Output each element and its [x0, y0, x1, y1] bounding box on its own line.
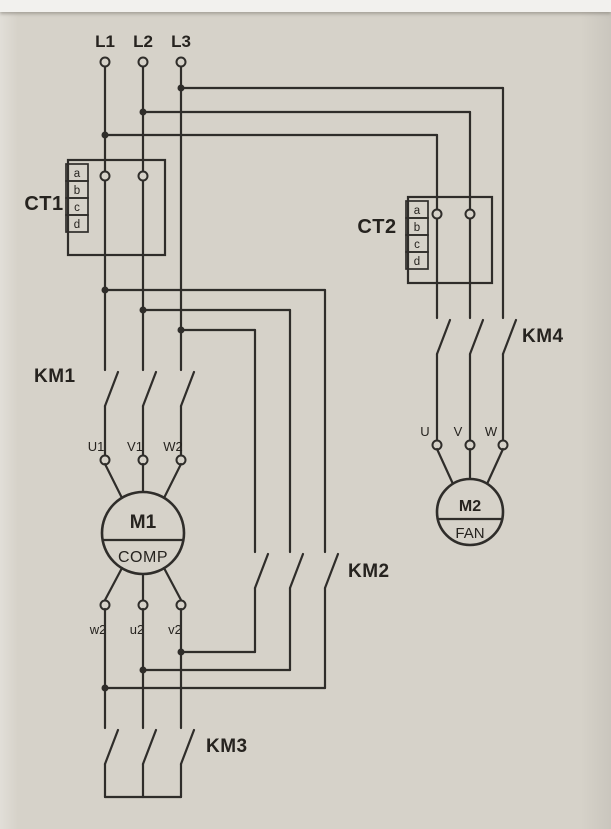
km1-pole1-blade	[103, 370, 120, 408]
terminal-l3	[175, 56, 187, 68]
ct1-block: a b c d CT1	[24, 158, 167, 257]
ct1-cell-a-label: a	[74, 168, 81, 180]
m2-terminal-u-label: U	[420, 424, 429, 439]
m1-top-terminals: U1 V1 W2	[88, 439, 187, 500]
m1-type: COMP	[118, 549, 168, 566]
ct2-box	[406, 195, 494, 285]
ct2-cell-d	[405, 251, 429, 270]
m1-bottom-terminals: w2 u2 v2	[89, 566, 187, 730]
km4-pole1-blade	[435, 318, 452, 356]
terminal-l2	[137, 56, 149, 68]
junction-dot	[177, 84, 185, 92]
junction-dot	[101, 684, 109, 692]
km4-label: KM4	[522, 326, 564, 347]
junction-dot	[177, 648, 185, 656]
m2-terminal-v-label: V	[454, 424, 463, 439]
km3-pole1-blade	[103, 728, 120, 766]
m1-compressor-motor: M1 COMP	[100, 490, 186, 576]
km2-pole2-blade	[288, 552, 305, 590]
km4-pole2-blade	[468, 318, 485, 356]
m1-terminal-w2b-label: w2	[89, 622, 107, 637]
km1-contactor: KM1	[34, 366, 196, 458]
km3-pole3-blade	[179, 728, 196, 766]
junction-dot	[177, 326, 185, 334]
junction-dot	[101, 286, 109, 294]
junction-dot	[139, 108, 147, 116]
km1-label: KM1	[34, 366, 76, 387]
m2-terminal-w-label: W	[485, 424, 498, 439]
junction-dot	[139, 666, 147, 674]
junction-dot	[139, 306, 147, 314]
ct2-primary-terminal-1	[431, 208, 443, 220]
ct2-cell-a-label: a	[414, 205, 421, 217]
ct2-cell-c-label: c	[414, 239, 420, 251]
km3-pole2-blade	[141, 728, 158, 766]
ct1-cell-b-label: b	[74, 185, 80, 197]
km4-contactor: KM4	[435, 318, 564, 443]
fan-feeder-branch	[101, 84, 505, 320]
ct1-primary-terminal-2	[137, 170, 149, 182]
km3-label: KM3	[206, 736, 248, 757]
phase-l1-label: L1	[95, 32, 115, 51]
km2-pole1-blade	[253, 552, 270, 590]
m1-terminal-u1-label: U1	[88, 439, 105, 454]
ct2-cell-b-label: b	[414, 222, 420, 234]
m2-type: FAN	[455, 525, 484, 542]
m1-terminal-w2-label: W2	[163, 439, 183, 454]
m2-motor-circle	[435, 477, 505, 547]
ct1-primary-terminal-1	[99, 170, 111, 182]
km1-pole2-blade	[141, 370, 158, 408]
m2-fan-motor: U V W M2 FAN	[420, 424, 509, 547]
supply-phases: L1 L2 L3	[95, 32, 191, 372]
km2-contactor-branch: KM2	[101, 286, 390, 692]
m1-terminal-v2-label: v2	[168, 622, 182, 637]
m1-name: M1	[130, 512, 157, 533]
m1-terminal-u2-label: u2	[130, 622, 144, 637]
wire-m2-lead1	[435, 447, 455, 486]
ct2-primary-terminal-2	[464, 208, 476, 220]
phase-l3-label: L3	[171, 32, 191, 51]
terminal-l1	[99, 56, 111, 68]
wire-m1-bottom-lead3	[162, 566, 183, 602]
junction-dot	[101, 131, 109, 139]
wire-m1-bottom-lead1	[103, 566, 124, 602]
ct2-block: a b c d CT2	[357, 195, 494, 285]
ct2-cell-d-label: d	[414, 256, 420, 268]
wire-m2-lead3	[485, 447, 505, 486]
ct1-box	[66, 158, 167, 257]
km3-contactor: KM3	[103, 728, 248, 799]
m1-terminal-v1-label: V1	[127, 439, 143, 454]
km1-pole3-blade	[179, 370, 196, 408]
ct1-cell-d	[65, 214, 89, 233]
wire-m1-lead3	[162, 462, 183, 500]
ct1-cell-d-label: d	[74, 219, 80, 231]
km4-pole3-blade	[501, 318, 518, 356]
km2-label: KM2	[348, 561, 390, 582]
wire-m1-lead1	[103, 462, 124, 500]
km2-pole3-blade	[323, 552, 340, 590]
phase-l2-label: L2	[133, 32, 153, 51]
ct2-label: CT2	[357, 216, 396, 238]
ct1-cell-c-label: c	[74, 202, 80, 214]
ct1-label: CT1	[24, 193, 63, 215]
m2-name: M2	[459, 498, 481, 515]
